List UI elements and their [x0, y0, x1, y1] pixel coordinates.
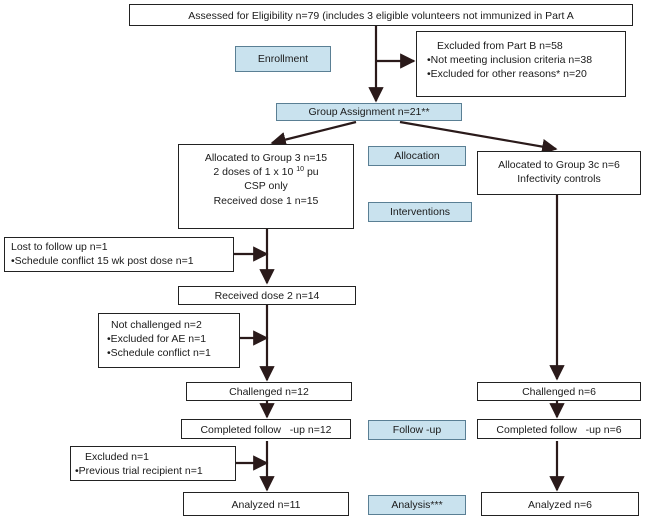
excluded-part-b-item: •Not meeting inclusion criteria n=38 — [427, 54, 593, 67]
group3-analyzed-text: Analyzed n=11 — [231, 499, 301, 511]
group3-csp: CSP only — [244, 180, 288, 193]
group3c-challenged-box: Challenged n=6 — [477, 382, 641, 401]
group3-analyzed-box: Analyzed n=11 — [183, 492, 349, 516]
excluded-part-b-title: Excluded from Part B n=58 — [437, 40, 563, 52]
not-challenged-item: •Schedule conflict n=1 — [107, 347, 211, 360]
arrow-assignment-to-group3c — [399, 120, 558, 155]
group3-dose-line: 2 doses of 1 x 10 10 pu — [179, 165, 353, 179]
excluded-box: Excluded n=1 •Previous trial recipient n… — [70, 446, 236, 481]
stage-interventions-label: Interventions — [389, 206, 451, 218]
stage-allocation-label: Allocation — [394, 150, 440, 162]
group3c-challenged-text: Challenged n=6 — [522, 386, 596, 398]
group3-completed-text: Completed follow -up n=12 — [200, 424, 332, 436]
dose2-text: Received dose 2 n=14 — [214, 290, 320, 302]
stage-group-assignment: Group Assignment n=21** — [276, 103, 462, 121]
group3c-infectivity: Infectivity controls — [517, 173, 601, 186]
group3-challenged-box: Challenged n=12 — [186, 382, 352, 401]
group3c-completed-box: Completed follow -up n=6 — [477, 419, 641, 439]
group3-allocation-box: Allocated to Group 3 n=15 2 doses of 1 x… — [178, 144, 354, 229]
group3-dose1: Received dose 1 n=15 — [213, 194, 319, 207]
group3c-completed-text: Completed follow -up n=6 — [496, 424, 622, 436]
stage-analysis: Analysis*** — [368, 495, 466, 515]
not-challenged-box: Not challenged n=2 •Excluded for AE n=1 … — [98, 313, 240, 368]
group3c-analyzed-box: Analyzed n=6 — [481, 492, 639, 516]
excluded-reason: •Previous trial recipient n=1 — [75, 465, 203, 478]
group3-completed-box: Completed follow -up n=12 — [181, 419, 351, 439]
group3-dose-exponent: 10 — [296, 166, 305, 174]
excluded-part-b-item: •Excluded for other reasons* n=20 — [427, 68, 587, 81]
lost-reason: •Schedule conflict 15 wk post dose n=1 — [11, 255, 194, 268]
lost-title: Lost to follow up n=1 — [11, 241, 108, 253]
eligibility-text: Assessed for Eligibility n=79 (includes … — [188, 10, 574, 22]
stage-interventions: Interventions — [368, 202, 472, 222]
group3-dose-prefix: 2 doses of 1 x 10 — [213, 166, 294, 179]
group3c-analyzed-text: Analyzed n=6 — [528, 499, 592, 511]
group3c-allocation-box: Allocated to Group 3c n=6 Infectivity co… — [477, 151, 641, 195]
group3-allocated: Allocated to Group 3 n=15 — [204, 152, 328, 164]
group3-dose-suffix: pu — [306, 166, 319, 179]
group3c-allocated: Allocated to Group 3c n=6 — [498, 159, 620, 171]
stage-allocation: Allocation — [368, 146, 466, 166]
group3-challenged-text: Challenged n=12 — [229, 386, 309, 398]
excluded-title: Excluded n=1 — [85, 451, 149, 463]
eligibility-box: Assessed for Eligibility n=79 (includes … — [129, 4, 633, 26]
stage-follow-up: Follow -up — [368, 420, 466, 440]
stage-enrollment: Enrollment — [235, 46, 331, 72]
stage-follow-up-label: Follow -up — [392, 424, 442, 436]
excluded-part-b-box: Excluded from Part B n=58 •Not meeting i… — [416, 31, 626, 97]
stage-enrollment-label: Enrollment — [257, 53, 309, 65]
arrow-assignment-to-group3 — [270, 120, 357, 148]
lost-to-follow-up-box: Lost to follow up n=1 •Schedule conflict… — [4, 237, 234, 272]
stage-group-assignment-label: Group Assignment n=21** — [308, 106, 430, 118]
dose2-box: Received dose 2 n=14 — [178, 286, 356, 305]
not-challenged-title: Not challenged n=2 — [111, 319, 202, 331]
not-challenged-item: •Excluded for AE n=1 — [107, 333, 207, 346]
stage-analysis-label: Analysis*** — [391, 499, 443, 511]
